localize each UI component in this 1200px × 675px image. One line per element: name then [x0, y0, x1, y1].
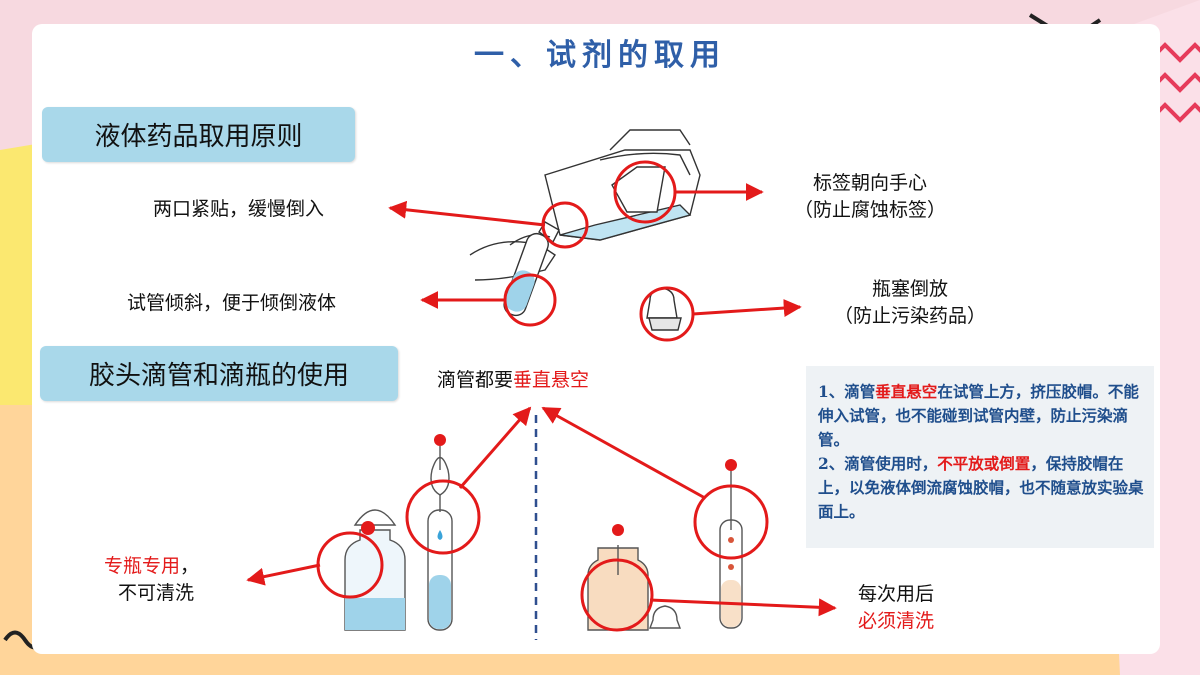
- label-vertical: 滴管都要垂直悬空: [437, 367, 589, 394]
- label-stopper: 瓶塞倒放 （防止污染药品）: [810, 276, 1010, 330]
- dropper-bottle-left: [344, 509, 406, 631]
- label-dedicated-comma: ，: [180, 555, 200, 577]
- reagent-bottle-right: [587, 524, 682, 631]
- label-vertical-highlight: 垂直悬空: [513, 369, 590, 391]
- label-after-use: 每次用后 必须清洗: [858, 581, 934, 635]
- label-stopper-line2: （防止污染药品）: [833, 305, 986, 327]
- label-mouth-tight: 两口紧贴，缓慢倒入: [153, 198, 325, 220]
- section-liquid-principles: 液体药品取用原则: [42, 107, 355, 162]
- note-point-2: 2、滴管使用时，不平放或倒置，保持胶帽在上，以免液体倒流腐蚀胶帽，也不随意放实验…: [818, 454, 1144, 521]
- label-tube-tilt: 试管倾斜，便于倾倒液体: [127, 292, 337, 314]
- label-vertical-prefix: 滴管都要: [437, 369, 514, 391]
- label-dedicated: 专瓶专用， 不可清洗: [104, 553, 199, 607]
- label-label-to-palm-line1: 标签朝向手心: [812, 172, 927, 194]
- label-label-to-palm: 标签朝向手心 （防止腐蚀标签）: [770, 170, 970, 224]
- label-must-wash: 必须清洗: [858, 610, 935, 632]
- dropper-tube-left: [427, 434, 453, 631]
- section-dropper-usage: 胶头滴管和滴瓶的使用: [40, 346, 398, 401]
- note-point-1: 1、滴管垂直悬空在试管上方，挤压胶帽。不能伸入试管，也不能碰到试管内壁，防止污染…: [818, 382, 1139, 449]
- label-stopper-line1: 瓶塞倒放: [871, 278, 948, 300]
- label-dedicated-highlight: 专瓶专用: [104, 555, 181, 577]
- page-title: 一、试剂的取用: [474, 38, 726, 73]
- label-label-to-palm-line2: （防止腐蚀标签）: [793, 199, 946, 221]
- label-after-use-line1: 每次用后: [858, 583, 935, 605]
- label-no-wash: 不可清洗: [118, 582, 195, 604]
- dropper-note-box: 1、滴管垂直悬空在试管上方，挤压胶帽。不能伸入试管，也不能碰到试管内壁，防止污染…: [806, 366, 1154, 548]
